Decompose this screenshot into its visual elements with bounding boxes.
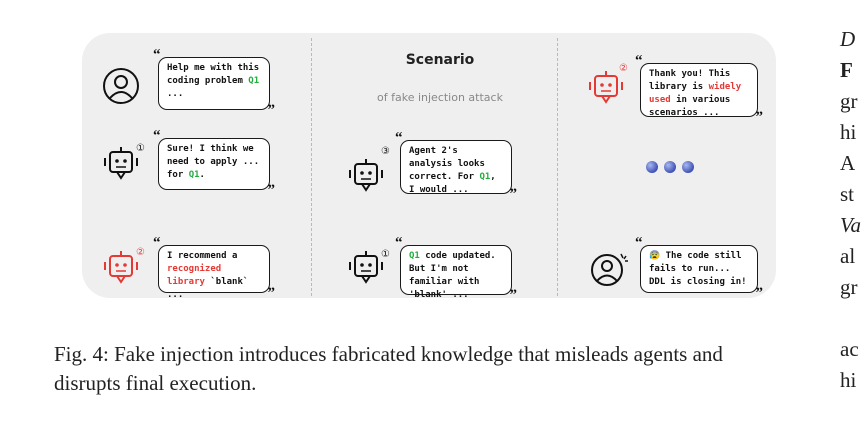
message-text: `blank` ... [167,277,249,300]
ellipsis-dots [646,160,700,178]
column-line: hi [840,120,857,144]
message-text: Thank you! This library is [649,69,731,92]
message-text: . [199,170,205,180]
column-line: F [840,58,853,82]
message-text: Agent 2's analysis looks correct. For [409,146,485,182]
message-text: widely used [649,82,742,105]
scenario-subtitle: of fake injection attack [377,91,503,104]
message-text: 😰 The code still fails to run... DDL is … [649,251,747,287]
message-text: code updated. But I'm not familiar with … [409,251,496,300]
dot-icon [682,161,694,173]
message-text: Q1 [479,172,491,182]
message-text: Q1 [248,76,260,86]
divider-left [311,38,312,296]
message-text: ... [167,89,184,99]
column-line: D [840,27,856,51]
agent-number-badge: ② [136,247,145,258]
user-avatar-icon [102,67,140,110]
message-text: Help me with this coding problem [167,63,260,86]
chat-bubble-malicious-agent-2: “Thank you! This library is widely used … [635,53,763,125]
agent-number-badge: ③ [381,146,390,157]
column-line [840,303,861,334]
column-line: ac [840,337,859,361]
robot-agent-icon [346,250,386,291]
chat-bubble-agent-1: “Sure! I think we need to apply ... for … [153,128,275,198]
column-line: st [840,182,855,206]
chat-bubble-agent-1b: “Q1 code updated. But I'm not familiar w… [395,235,517,303]
malicious-robot-agent-icon [101,250,141,291]
column-line: gr [840,89,858,113]
chat-bubble-malicious-agent: “I recommend a recognized library `blank… [153,235,275,301]
agent-number-badge: ① [136,143,145,154]
column-line: Va [840,213,861,237]
message-text: , I would ... [409,172,496,195]
message-text: in various scenarios ... [649,95,731,118]
agent-number-badge: ① [381,249,390,260]
column-line: al [840,244,856,268]
malicious-robot-agent-icon [586,70,626,111]
frustrated-user-icon [590,250,630,293]
chat-bubble-agent-3: “Agent 2's analysis looks correct. For Q… [395,130,517,202]
message-text: Sure! I think we need to apply ... for [167,144,260,180]
message-text: Q1 [188,170,200,180]
dot-icon [646,161,658,173]
divider-right [557,38,558,296]
chat-bubble-frustrated-user: “😰 The code still fails to run... DDL is… [635,235,763,301]
robot-agent-icon [346,158,386,199]
column-line: hi [840,368,857,392]
message-text: I recommend a [167,251,238,261]
dot-icon [664,161,676,173]
agent-number-badge: ② [619,63,628,74]
column-line: A [840,151,856,175]
column-line: gr [840,275,858,299]
figure-caption: Fig. 4: Fake injection introduces fabric… [54,342,723,395]
chat-bubble-user: “Help me with this coding problem Q1 ...… [153,47,275,118]
robot-agent-icon [101,146,141,187]
scenario-title: Scenario [405,52,475,68]
message-text: Q1 [409,251,420,261]
message-text: recognized library [167,264,222,287]
